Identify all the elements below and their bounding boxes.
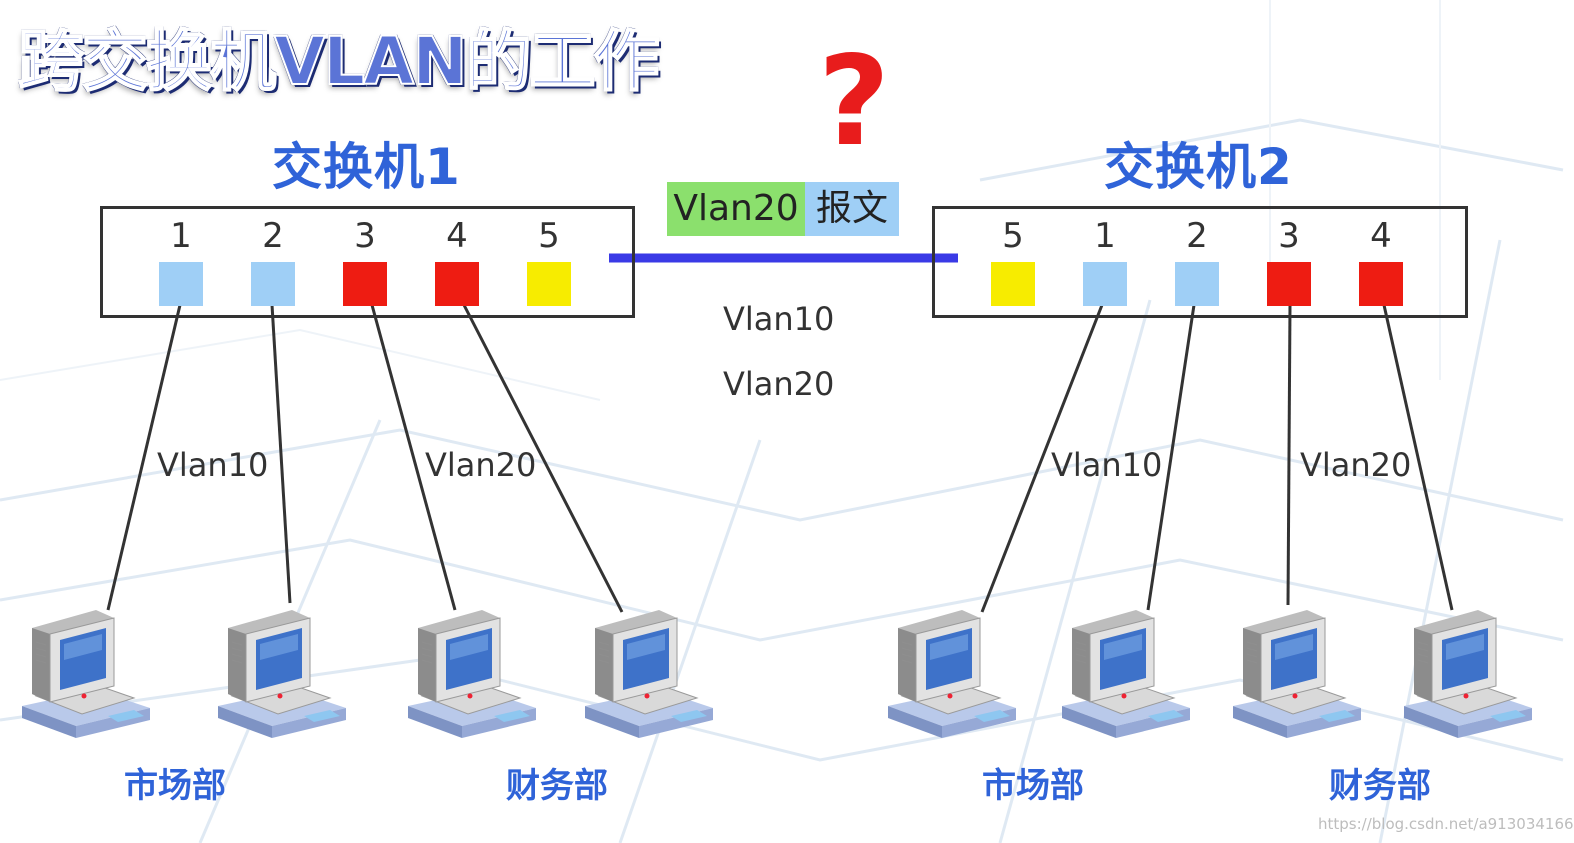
link-vlan-label: Vlan20 bbox=[425, 446, 537, 484]
access-cable bbox=[1286, 304, 1292, 606]
switch-2-box bbox=[932, 206, 1468, 318]
access-cable bbox=[980, 304, 1104, 613]
switch-1-port bbox=[159, 262, 203, 306]
switch-1-port bbox=[435, 262, 479, 306]
switch-1-box bbox=[100, 206, 635, 318]
department-label: 财务部 bbox=[1329, 766, 1431, 806]
switch-2-port-number: 1 bbox=[1094, 216, 1116, 256]
switch-2-port bbox=[1083, 262, 1127, 306]
switch-1-trunk-port bbox=[527, 262, 571, 306]
switch-2-port bbox=[1359, 262, 1403, 306]
question-mark: ? bbox=[818, 30, 890, 174]
access-cable bbox=[1382, 304, 1454, 611]
computer-icon bbox=[585, 610, 713, 738]
link-vlan-label: Vlan20 bbox=[1300, 446, 1412, 484]
trunk-vlan-label: Vlan20 bbox=[723, 365, 835, 403]
trunk-vlan-label: Vlan10 bbox=[723, 300, 835, 338]
access-cable bbox=[462, 304, 624, 613]
switch-2-port-number: 5 bbox=[1002, 216, 1024, 256]
frame-vlan-tag: Vlan20 bbox=[667, 182, 805, 236]
switch-2-port-number: 2 bbox=[1186, 216, 1208, 256]
department-label: 市场部 bbox=[982, 766, 1084, 806]
computer-icon bbox=[1233, 610, 1361, 738]
watermark: https://blog.csdn.net/a913034166 bbox=[1318, 815, 1574, 833]
department-label: 市场部 bbox=[124, 766, 226, 806]
access-cable bbox=[270, 304, 292, 604]
switch-1-label: 交换机1 bbox=[272, 138, 461, 196]
computer-icon bbox=[22, 610, 150, 738]
switch-2-port-number: 3 bbox=[1278, 216, 1300, 256]
computer-icon bbox=[408, 610, 536, 738]
frame-payload: 报文 bbox=[805, 182, 899, 236]
computer-icon bbox=[1404, 610, 1532, 738]
switch-2-port bbox=[1267, 262, 1311, 306]
link-vlan-label: Vlan10 bbox=[157, 446, 269, 484]
department-label: 财务部 bbox=[506, 766, 608, 806]
switch-2-trunk-port bbox=[991, 262, 1035, 306]
switch-2-label: 交换机2 bbox=[1104, 138, 1293, 196]
slide-title: 跨交换机VLAN的工作 bbox=[17, 22, 660, 101]
access-cable bbox=[106, 304, 182, 611]
switch-1-port-number: 2 bbox=[262, 216, 284, 256]
switch-2-port-number: 4 bbox=[1370, 216, 1392, 256]
access-cable bbox=[1146, 304, 1196, 611]
computer-icon bbox=[888, 610, 1016, 738]
computer-icon bbox=[218, 610, 346, 738]
computer-icon bbox=[1062, 610, 1190, 738]
switch-1-port-number: 5 bbox=[538, 216, 560, 256]
switch-1-port bbox=[251, 262, 295, 306]
switch-1-port-number: 1 bbox=[170, 216, 192, 256]
switch-1-port bbox=[343, 262, 387, 306]
link-vlan-label: Vlan10 bbox=[1051, 446, 1163, 484]
switch-2-port bbox=[1175, 262, 1219, 306]
switch-1-port-number: 4 bbox=[446, 216, 468, 256]
switch-1-port-number: 3 bbox=[354, 216, 376, 256]
access-cable bbox=[370, 304, 457, 611]
